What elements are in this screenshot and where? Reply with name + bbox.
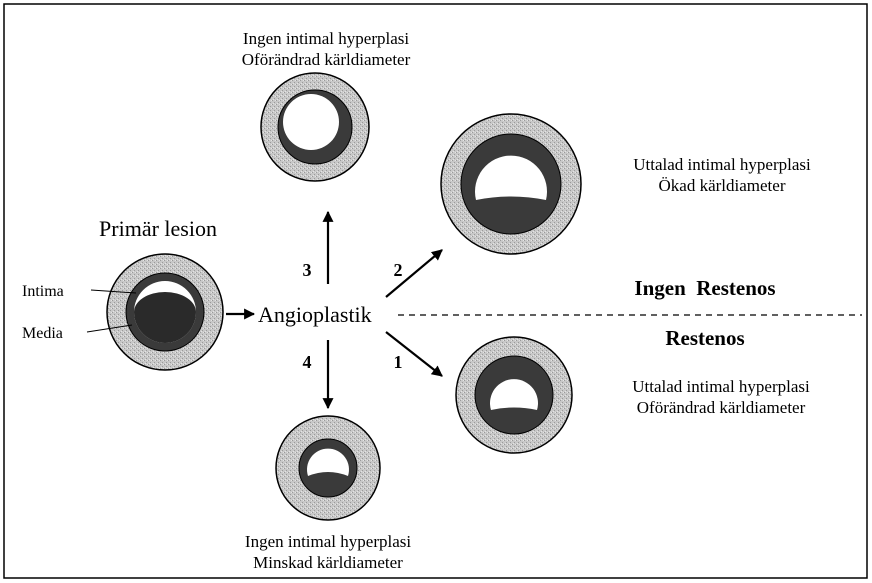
media-label: Media xyxy=(22,325,63,342)
lower-right-outcome-line2: Oförändrad kärldiameter xyxy=(637,398,806,417)
bottom-outcome-line2: Minskad kärldiameter xyxy=(253,553,403,572)
vessel-primary-lesion xyxy=(107,254,223,370)
arrow-4-number: 4 xyxy=(303,352,312,372)
intima-label: Intima xyxy=(22,283,64,300)
lower-right-outcome-line1: Uttalad intimal hyperplasi xyxy=(632,377,810,396)
bottom-outcome-line1: Ingen intimal hyperplasi xyxy=(245,532,411,551)
arrow-2-number: 2 xyxy=(394,260,403,280)
angioplasty-label: Angioplastik xyxy=(258,302,372,327)
arrow-1-number: 1 xyxy=(394,352,403,372)
vessel-bottom xyxy=(276,416,380,520)
upper-right-outcome-line2: Ökad kärldiameter xyxy=(659,176,786,195)
vessel-upper-right xyxy=(441,114,581,254)
arrow-3-number: 3 xyxy=(303,260,312,280)
vessel-lower-right xyxy=(456,337,572,453)
upper-right-outcome-line1: Uttalad intimal hyperplasi xyxy=(633,155,811,174)
no-restenosis-label: Ingen Restenos xyxy=(634,276,775,300)
top-outcome-line2: Oförändrad kärldiameter xyxy=(242,50,411,69)
top-outcome-line1: Ingen intimal hyperplasi xyxy=(243,29,409,48)
primary-lesion-title: Primär lesion xyxy=(99,216,217,241)
vessel-top xyxy=(261,73,369,181)
restenosis-label: Restenos xyxy=(665,326,744,350)
